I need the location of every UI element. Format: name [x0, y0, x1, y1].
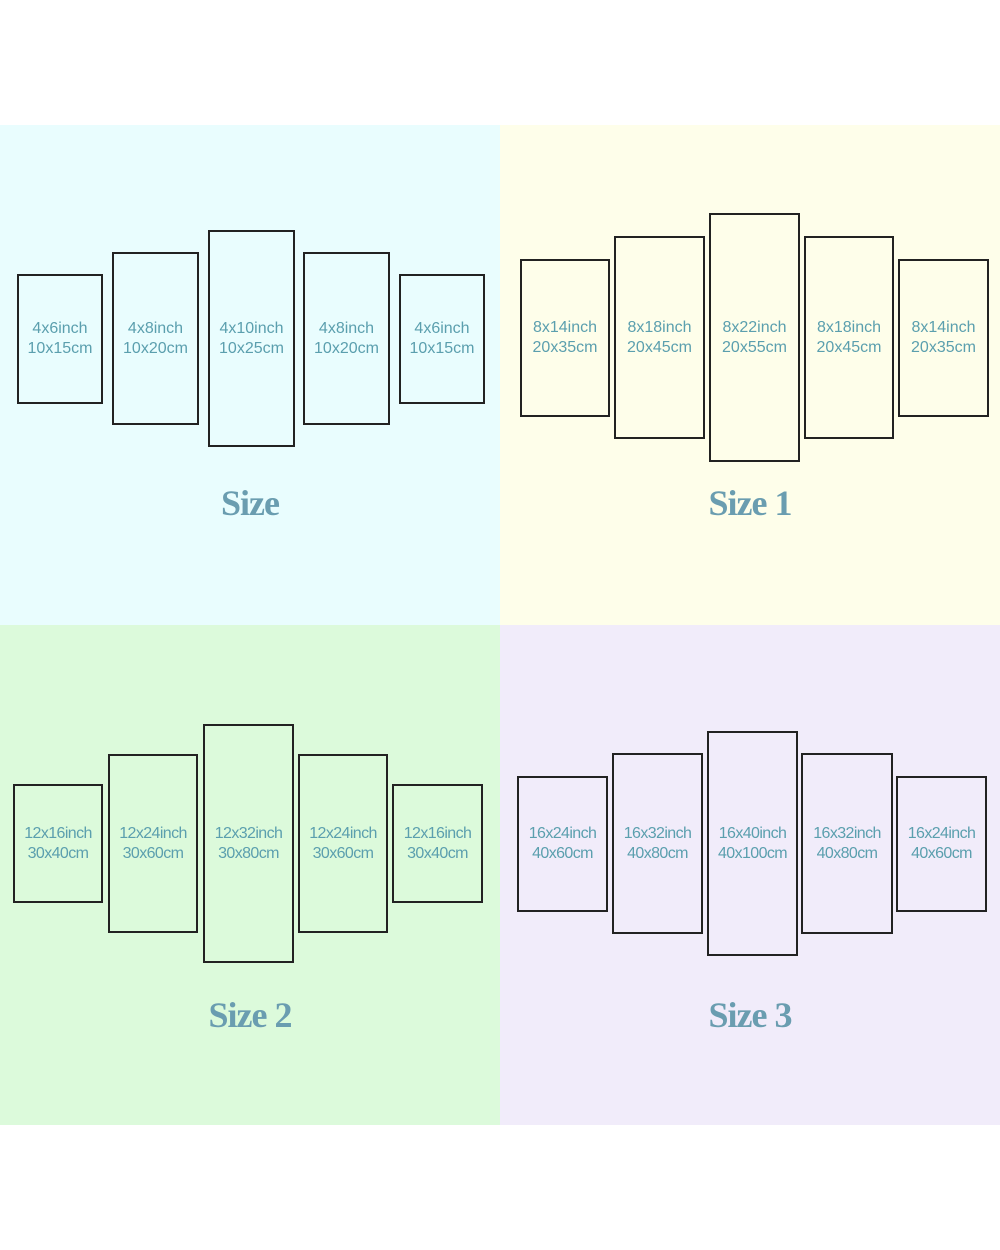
- panel-inch-label: 4x10inch: [219, 319, 284, 337]
- canvas-panel: 8x18inch 20x45cm: [804, 236, 894, 439]
- panel-cm-label: 30x60cm: [312, 844, 374, 862]
- panel-cm-label: 10x20cm: [314, 339, 379, 357]
- panel-cm-label: 20x55cm: [722, 338, 787, 356]
- panel-cm-label: 40x100cm: [717, 844, 788, 862]
- panel-inch-label: 4x8inch: [318, 319, 375, 337]
- panel-inch-label: 16x24inch: [528, 825, 597, 842]
- canvas-panel: 12x24inch 30x60cm: [298, 754, 388, 933]
- panel-inch-label: 12x24inch: [119, 824, 187, 842]
- panel-inch-label: 16x24inch: [907, 825, 976, 842]
- panel-cm-label: 10x20cm: [123, 339, 188, 357]
- panel-inch-label: 8x18inch: [816, 318, 882, 336]
- panel-cm-label: 30x40cm: [27, 844, 89, 862]
- panel-cm-label: 40x80cm: [627, 844, 688, 862]
- canvas-panel: 4x8inch 10x20cm: [303, 252, 390, 425]
- size-title: Size: [221, 483, 280, 523]
- panel-cm-label: 30x80cm: [218, 844, 279, 862]
- canvas-panel: 12x16inch 30x40cm: [13, 784, 103, 903]
- panel-cm-label: 40x60cm: [532, 845, 593, 862]
- canvas-panel: 12x24inch 30x60cm: [108, 754, 198, 933]
- canvas-panel: 12x16inch 30x40cm: [392, 784, 483, 903]
- size-group-quadrant: 4x6inch 10x15cm 4x8inch 10x20cm 4x10inch…: [0, 125, 500, 625]
- panel-cm-label: 20x35cm: [911, 339, 976, 356]
- panel-cm-label: 30x60cm: [122, 844, 184, 862]
- canvas-panel: 16x24inch 40x60cm: [896, 776, 987, 912]
- panel-cm-label: 20x45cm: [816, 338, 882, 356]
- size-title: Size 2: [208, 995, 293, 1035]
- size-group-quadrant: 8x14inch 20x35cm 8x18inch 20x45cm 8x22in…: [500, 125, 1000, 625]
- panel-cm-label: 10x25cm: [219, 339, 284, 357]
- panel-inch-label: 12x16inch: [403, 824, 472, 842]
- canvas-panel: 16x24inch 40x60cm: [517, 776, 608, 912]
- panel-inch-label: 16x32inch: [813, 824, 881, 842]
- panel-inch-label: 4x6inch: [32, 320, 88, 337]
- panel-cm-label: 20x35cm: [532, 339, 598, 356]
- panel-inch-label: 4x8inch: [127, 319, 184, 337]
- canvas-panel: 4x8inch 10x20cm: [112, 252, 199, 425]
- canvas-panel: 4x6inch 10x15cm: [17, 274, 103, 404]
- canvas-panel: 16x32inch 40x80cm: [801, 753, 893, 934]
- panel-inch-label: 8x14inch: [911, 319, 976, 336]
- panel-inch-label: 16x32inch: [623, 824, 692, 842]
- canvas-panel: 8x22inch 20x55cm: [709, 213, 800, 462]
- panel-inch-label: 16x40inch: [718, 824, 787, 842]
- panel-cm-label: 10x15cm: [409, 340, 475, 357]
- panel-cm-label: 40x60cm: [911, 845, 972, 862]
- panel-cm-label: 40x80cm: [816, 844, 878, 862]
- size-group-quadrant: 12x16inch 30x40cm 12x24inch 30x60cm 12x3…: [0, 625, 500, 1125]
- panel-inch-label: 8x22inch: [722, 318, 787, 336]
- panel-cm-label: 10x15cm: [27, 340, 93, 357]
- size-title: Size 3: [708, 995, 793, 1035]
- canvas-panel: 8x14inch 20x35cm: [520, 259, 610, 417]
- panel-inch-label: 12x24inch: [309, 824, 377, 842]
- canvas-panel: 4x6inch 10x15cm: [399, 274, 485, 404]
- canvas-panel: 16x40inch 40x100cm: [707, 731, 798, 956]
- panel-cm-label: 30x40cm: [407, 844, 468, 862]
- canvas-panel: 4x10inch 10x25cm: [208, 230, 295, 447]
- canvas-panel: 12x32inch 30x80cm: [203, 724, 294, 963]
- size-title: Size 1: [708, 483, 793, 523]
- canvas-panel: 8x18inch 20x45cm: [614, 236, 705, 439]
- panel-inch-label: 8x18inch: [627, 318, 692, 336]
- panel-inch-label: 12x16inch: [24, 824, 92, 842]
- canvas-panel: 8x14inch 20x35cm: [898, 259, 989, 417]
- panel-cm-label: 20x45cm: [627, 338, 692, 356]
- panel-inch-label: 4x6inch: [414, 320, 470, 337]
- panel-inch-label: 12x32inch: [214, 824, 283, 842]
- canvas-panel: 16x32inch 40x80cm: [612, 753, 703, 934]
- size-group-quadrant: 16x24inch 40x60cm 16x32inch 40x80cm 16x4…: [500, 625, 1000, 1125]
- panel-inch-label: 8x14inch: [532, 319, 598, 336]
